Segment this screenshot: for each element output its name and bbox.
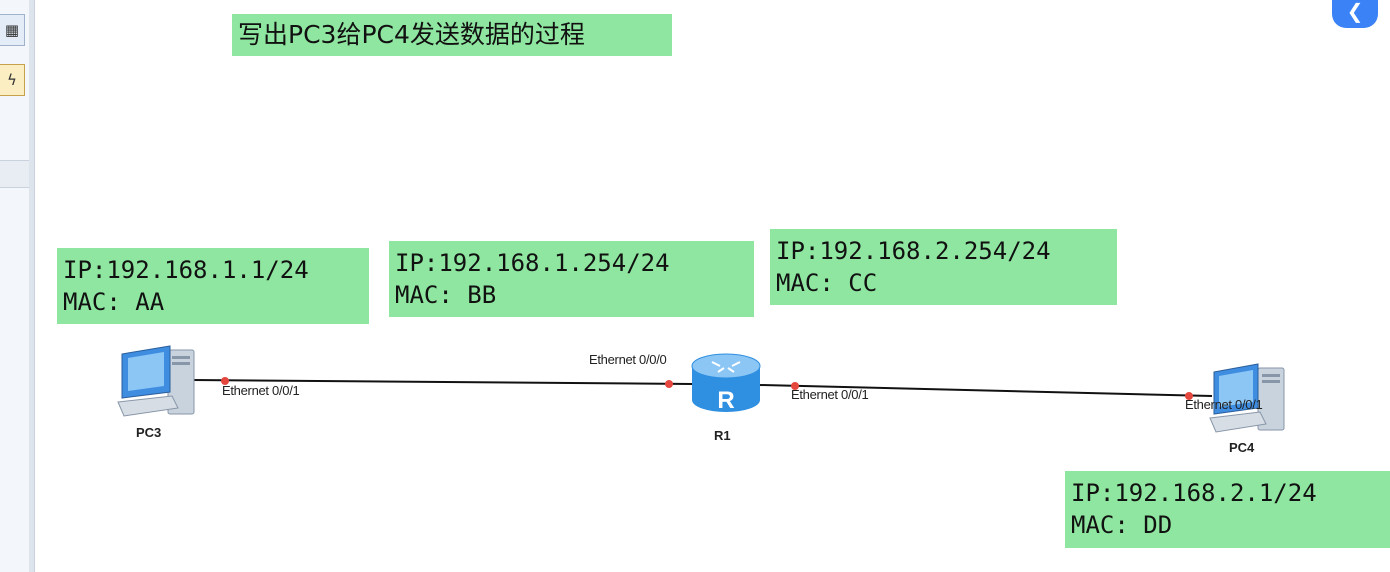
pc3-mac-text: MAC: AA xyxy=(63,288,165,316)
pc4-name-label: PC4 xyxy=(1229,440,1255,455)
r1-port-right-label: Ethernet 0/0/1 xyxy=(791,387,869,402)
link-r1-pc4[interactable] xyxy=(759,384,1213,397)
pc4-address-box: IP:192.168.2.1/24 MAC: DD xyxy=(1065,471,1390,548)
back-icon[interactable]: ❮ xyxy=(1332,0,1378,28)
pc3-name-label: PC3 xyxy=(136,425,162,440)
port-dot-r1-right xyxy=(791,382,799,390)
pc3-ip-text: IP:192.168.1.1/24 xyxy=(63,256,309,284)
link-pc3-r1[interactable] xyxy=(191,379,693,385)
r1-left-address-box: IP:192.168.1.254/24 MAC: BB xyxy=(389,241,754,317)
pc3-port-label: Ethernet 0/0/1 xyxy=(222,383,300,398)
r1-left-mac-text: MAC: BB xyxy=(395,281,497,309)
r1-left-ip-text: IP:192.168.1.254/24 xyxy=(395,249,670,277)
pc4-ip-text: IP:192.168.2.1/24 xyxy=(1071,479,1317,507)
r1-name-label: R1 xyxy=(714,428,731,443)
r1-right-ip-text: IP:192.168.2.254/24 xyxy=(776,237,1051,265)
pc4-port-label: Ethernet 0/0/1 xyxy=(1185,397,1263,412)
r1-port-left-label: Ethernet 0/0/0 xyxy=(589,352,667,367)
toolbar-edge xyxy=(29,0,34,572)
left-toolbar: ▦ ϟ xyxy=(0,0,35,572)
r1-right-address-box: IP:192.168.2.254/24 MAC: CC xyxy=(770,229,1117,305)
r1-router-icon[interactable]: R xyxy=(691,353,761,414)
toolbar-separator xyxy=(0,160,29,188)
pc3-address-box: IP:192.168.1.1/24 MAC: AA xyxy=(57,248,369,324)
link-cable-icon[interactable]: ϟ xyxy=(0,64,25,96)
pc3-computer-icon[interactable] xyxy=(117,345,195,417)
port-dot-pc3 xyxy=(221,377,229,385)
pc4-mac-text: MAC: DD xyxy=(1071,511,1173,539)
r1-right-mac-text: MAC: CC xyxy=(776,269,878,297)
port-dot-r1-left xyxy=(665,380,673,388)
device-list-icon[interactable]: ▦ xyxy=(0,14,25,46)
page-title: 写出PC3给PC4发送数据的过程 xyxy=(232,14,672,56)
router-glyph: R xyxy=(717,387,734,414)
pc4-computer-icon[interactable] xyxy=(1209,363,1285,433)
port-dot-pc4 xyxy=(1185,392,1193,400)
